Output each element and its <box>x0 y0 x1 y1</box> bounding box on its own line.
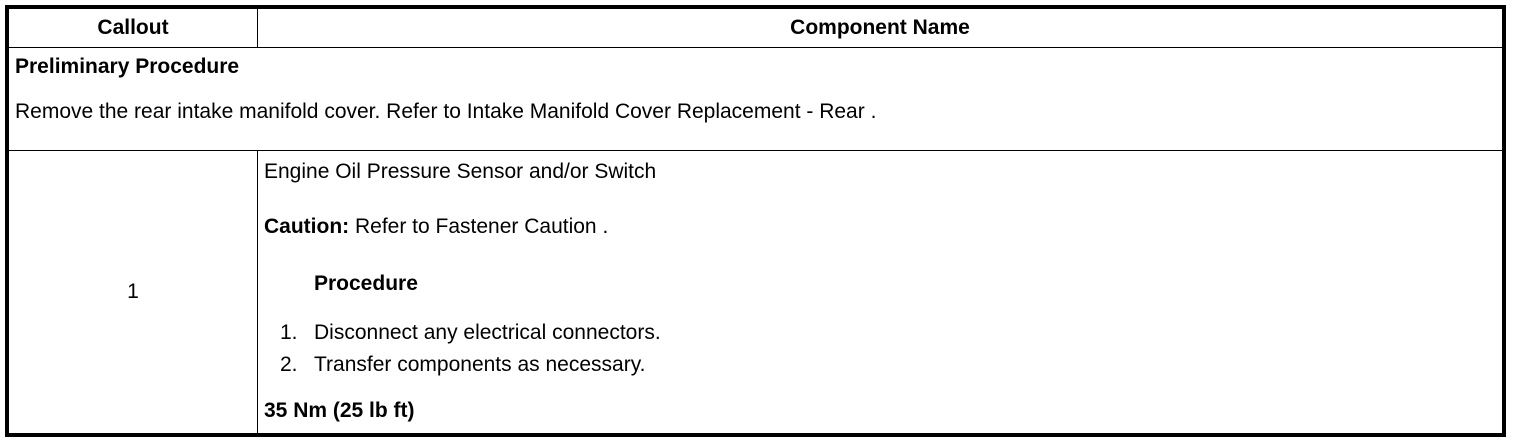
component-table-frame: Callout Component Name Preliminary Proce… <box>5 5 1506 437</box>
step-text: Disconnect any electrical connectors. <box>314 320 661 344</box>
step-text: Transfer components as necessary. <box>314 352 646 376</box>
procedure-steps: 1.Disconnect any electrical connectors. … <box>264 320 1496 377</box>
procedure-heading: Procedure <box>314 272 418 296</box>
component-cell: Engine Oil Pressure Sensor and/or Switch… <box>257 150 1503 434</box>
preliminary-text: Remove the rear intake manifold cover. R… <box>15 100 877 124</box>
procedure-step: 1. Disconnect any electrical connectors. <box>264 320 1496 345</box>
callout-number: 1 <box>8 150 258 434</box>
component-name-header: Component Name <box>257 8 1503 48</box>
torque-spec: 35 Nm (25 lb ft) <box>264 398 415 422</box>
step-number: 1. <box>280 320 298 344</box>
caution-text: Refer to Fastener Caution . <box>349 215 609 239</box>
caution-note: Caution: Refer to Fastener Caution . <box>264 214 1496 239</box>
preliminary-title: Preliminary Procedure <box>15 55 240 78</box>
caution-label: Caution: <box>264 215 350 239</box>
callout-header: Callout <box>8 8 258 48</box>
step-number: 2. <box>280 352 298 376</box>
table-row: 1 Engine Oil Pressure Sensor and/or Swit… <box>8 150 1503 434</box>
component-name: Engine Oil Pressure Sensor and/or Switch <box>264 160 657 183</box>
procedure-step: 2. Transfer components as necessary. <box>264 352 1496 377</box>
header-row: Callout Component Name <box>8 8 1503 48</box>
component-table: Callout Component Name Preliminary Proce… <box>8 8 1503 434</box>
preliminary-cell: Preliminary Procedure Remove the rear in… <box>8 47 1503 151</box>
preliminary-row: Preliminary Procedure Remove the rear in… <box>8 47 1503 151</box>
